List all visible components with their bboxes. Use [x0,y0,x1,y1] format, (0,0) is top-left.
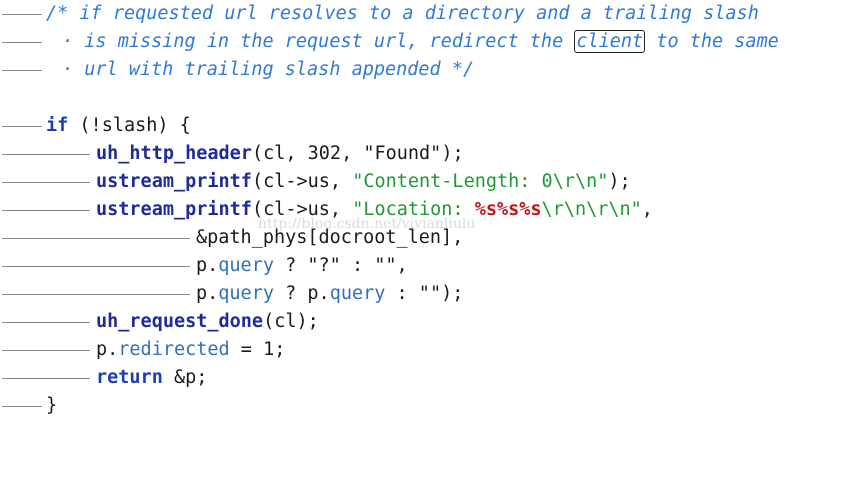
code-text: ? "?" : "", [273,255,408,276]
code-line-return: return &p; [0,364,207,392]
code-line-3: · url with trailing slash appended */ [0,56,474,84]
closing-brace: } [46,395,58,416]
escape-sequence: \r\n\r\n [541,199,631,220]
code-line-arg-1: &path_phys[docroot_len], [0,224,463,252]
argument-text: p.query ? "?" : "", [196,252,408,280]
comment-part: url with trailing slash appended */ [84,59,475,80]
code-text: , [641,199,653,220]
field-name: query [329,283,386,304]
keyword: if [46,115,69,136]
code-text: (cl->us, [251,171,353,192]
format-specifier: %s%s%s [474,199,542,220]
assignment-statement: p.redirected = 1; [96,336,285,364]
field-name: query [218,255,274,276]
code-editor[interactable]: /* if requested url resolves to a direct… [0,0,865,432]
code-line-redirected: p.redirected = 1; [0,336,285,364]
call-statement: ustream_printf(cl->us, "Location: %s%s%s… [96,196,653,224]
call-statement: uh_http_header(cl, 302, "Found"); [96,140,464,168]
field-name: redirected [118,339,230,360]
comment-text: /* if requested url resolves to a direct… [46,3,759,24]
variable: p [196,283,208,304]
code-line-1: /* if requested url resolves to a direct… [0,0,759,28]
comment-part: to the same [645,31,779,52]
code-text: ? p [273,283,319,304]
code-text: : ""); [385,283,464,304]
return-statement: return &p; [96,364,207,392]
code-text: &p; [162,367,208,388]
variable: p [96,339,108,360]
code-text: = 1; [229,339,286,360]
argument-text: p.query ? p.query : ""); [196,280,463,308]
code-text: (cl->us, [251,199,353,220]
string-literal: "Location: [352,199,475,220]
indent-guide [2,210,90,211]
function-name: ustream_printf [96,171,252,192]
string-literal: "Content-Length: [352,171,542,192]
indent-guide [2,378,90,379]
member-access: . [107,339,119,360]
string-literal: " [597,171,609,192]
comment-text: · is missing in the request url, redirec… [62,30,779,53]
code-text: , [341,143,364,164]
indent-guide [2,266,190,267]
indent-guide [2,70,42,71]
indent-guide [2,238,190,239]
comment-part: is missing in the request url, redirect … [84,31,575,52]
function-name: uh_http_header [96,143,252,164]
code-text: ); [441,143,464,164]
indent-guide [2,350,90,351]
indent-guide [2,42,42,43]
variable: p [196,255,208,276]
watermark-text: http://blog.csdn.net/vivianliulu [258,216,476,232]
string-literal: " [630,199,642,220]
indent-guide [2,322,90,323]
code-text: ); [608,171,631,192]
indent-guide [2,14,42,15]
code-line-arg-2: p.query ? "?" : "", [0,252,408,280]
argument-text: &path_phys[docroot_len], [196,227,464,248]
code-text: (cl); [263,311,319,332]
code-line-http-header: uh_http_header(cl, 302, "Found"); [0,140,464,168]
code-line-printf-2: ustream_printf(cl->us, "Location: %s%s%s… [0,196,653,224]
indent-guide [2,294,190,295]
if-statement: if (!slash) { [46,112,191,140]
code-text: (!slash) { [68,115,191,136]
code-line-arg-3: p.query ? p.query : ""); [0,280,463,308]
code-line-if: if (!slash) { [0,112,191,140]
function-name: uh_request_done [96,311,264,332]
indent-guide [2,154,90,155]
comment-text: · url with trailing slash appended */ [62,59,475,80]
function-name: ustream_printf [96,199,252,220]
code-line-2: · is missing in the request url, redirec… [0,28,779,56]
member-access: . [207,255,219,276]
string-literal: "Found" [363,143,442,164]
call-statement: ustream_printf(cl->us, "Content-Length: … [96,168,631,196]
indent-guide [2,182,90,183]
number-literal: 0 [541,171,553,192]
code-line-request-done: uh_request_done(cl); [0,308,319,336]
highlighted-word[interactable]: client [574,30,646,53]
number-literal: 302 [307,143,342,164]
indent-guide [2,406,42,407]
code-line-close: } [0,392,57,420]
code-text: (cl, [251,143,308,164]
member-access: . [207,283,219,304]
member-access: . [318,283,330,304]
escape-sequence: \r\n [552,171,598,192]
keyword: return [96,367,163,388]
code-line-printf-1: ustream_printf(cl->us, "Content-Length: … [0,168,631,196]
call-statement: uh_request_done(cl); [96,308,319,336]
field-name: query [218,283,274,304]
indent-guide [2,126,42,127]
